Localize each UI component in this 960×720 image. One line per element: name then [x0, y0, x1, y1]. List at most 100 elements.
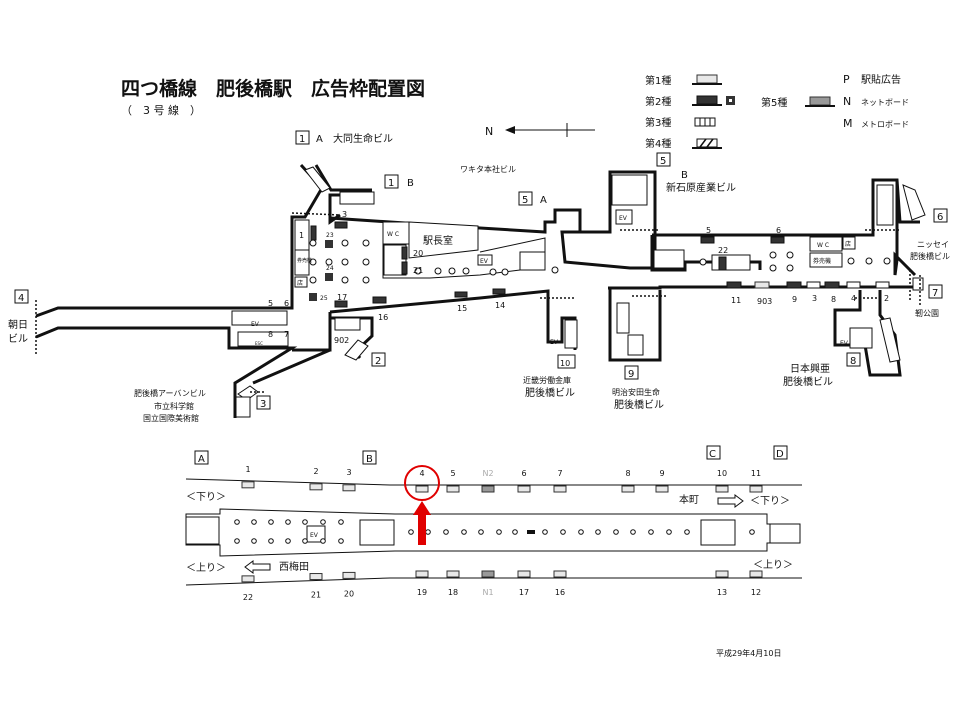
ad-label: 5: [268, 299, 273, 308]
legend-n-label: ネットボード: [861, 98, 909, 107]
ad-label: 9: [792, 295, 797, 304]
platform-ad-label: 11: [751, 469, 761, 478]
page-title: 四つ橋線 肥後橋駅 広告枠配置図: [121, 77, 425, 100]
svg-text:10: 10: [560, 359, 570, 368]
platform-ad-label: 21: [311, 591, 321, 600]
platform-ad-N2: [481, 485, 495, 493]
svg-text:8: 8: [850, 356, 856, 367]
svg-text:6: 6: [937, 212, 943, 223]
legend-p-code: P: [843, 73, 850, 86]
platform-ad-13: [715, 570, 729, 578]
column: [613, 529, 619, 535]
legend-n-code: N: [843, 95, 851, 108]
column: [630, 529, 636, 535]
platform-ad-label: 22: [243, 593, 253, 602]
platform-ad-label: N2: [482, 469, 493, 478]
svg-text:1: 1: [388, 178, 394, 189]
column: [666, 529, 672, 535]
platform-columns: [234, 519, 755, 544]
legend: 第1種 第2種 第3種 第4種 第5種 P 駅貼広告 N ネットボード M メト…: [645, 73, 909, 150]
svg-text:靭公園: 靭公園: [915, 308, 939, 318]
platform-ad-22: [241, 575, 255, 583]
platform-ad-label: 4: [419, 469, 424, 478]
type5-ad-icon: [805, 96, 835, 107]
legend-m-code: M: [843, 117, 853, 130]
page-subtitle: （ 3 号 線 ）: [121, 103, 201, 117]
column: [320, 519, 326, 525]
ticket-machine-label: 券売機: [297, 257, 312, 264]
column: [234, 519, 240, 525]
column: [268, 538, 274, 544]
svg-text:ビル: ビル: [8, 333, 28, 345]
ad-label: 4: [851, 294, 856, 303]
column: [595, 529, 601, 535]
svg-text:近畿労働金庫: 近畿労働金庫: [523, 375, 571, 385]
up-track-label: ＜上り＞: [186, 562, 226, 574]
legend-type1: 第1種: [645, 74, 671, 87]
svg-text:大同生命ビル: 大同生命ビル: [333, 132, 393, 145]
right-arrow-icon: [717, 494, 744, 508]
ad-label: 24: [326, 265, 334, 272]
column: [268, 519, 274, 525]
type3-ad-icon: [694, 117, 716, 127]
svg-text:9: 9: [628, 369, 634, 380]
column: [338, 519, 344, 525]
platform-ad-label: 3: [346, 468, 351, 477]
column: [302, 538, 308, 544]
ad-label: 3: [812, 294, 817, 303]
ad-label: 6: [776, 226, 781, 235]
svg-text:肥後橋ビル: 肥後橋ビル: [614, 398, 664, 411]
platform-ad-2: [309, 483, 323, 491]
concourse-floorplan: [35, 163, 926, 418]
legend-type4: 第4種: [645, 137, 671, 150]
legend-type3: 第3種: [645, 116, 671, 129]
legend-m-label: メトロボード: [861, 120, 909, 129]
platform-ad-4: [415, 485, 429, 493]
column: [512, 529, 518, 535]
svg-text:新石原産業ビル: 新石原産業ビル: [666, 181, 736, 194]
platform-ad-17: [517, 570, 531, 578]
platform-ad-label: 6: [521, 469, 526, 478]
ad-label: 6: [284, 299, 289, 308]
column: [560, 529, 566, 535]
ad-label: 903: [757, 297, 772, 306]
svg-text:4: 4: [18, 293, 24, 304]
ad-label: 8: [268, 330, 273, 339]
platform-ad-N1: [481, 570, 495, 578]
svg-text:肥後橋ビル: 肥後橋ビル: [783, 375, 833, 388]
platform-ad-6: [517, 485, 531, 493]
ad-label: 23: [326, 232, 334, 239]
elevator-label: EV: [550, 339, 559, 346]
platform-ad-5: [446, 485, 460, 493]
svg-text:2: 2: [375, 356, 381, 367]
shop-left: [294, 276, 308, 288]
platform-elevator-label: EV: [310, 532, 319, 539]
column: [234, 538, 240, 544]
type4-ad-icon: [692, 138, 722, 149]
column: [542, 529, 548, 535]
ad-label: 902: [334, 336, 349, 345]
highlight-arrow-icon: [413, 501, 431, 545]
platform-ad-label: 8: [625, 469, 630, 478]
platform-ad-18: [446, 570, 460, 578]
nishiumeda-label: 西梅田: [279, 560, 309, 573]
platform-ad-label: 1: [245, 465, 250, 474]
station-master-room: 駅長室: [423, 234, 453, 247]
ad-label: 2: [884, 294, 889, 303]
platform-ad-20: [342, 571, 356, 579]
platform-ad-label: 19: [417, 588, 427, 597]
svg-text:日本興亜: 日本興亜: [790, 362, 830, 375]
concourse-columns: [309, 239, 891, 284]
shop-label: 店: [845, 240, 851, 248]
platform-ad-label: 12: [751, 588, 761, 597]
platform-ad-label: 13: [717, 588, 727, 597]
room-labels: 駅長室 W C W C 店 店 券売機 券売機 1 EV EV EV EV EV…: [251, 215, 851, 347]
platform-ad-9: [655, 485, 669, 493]
